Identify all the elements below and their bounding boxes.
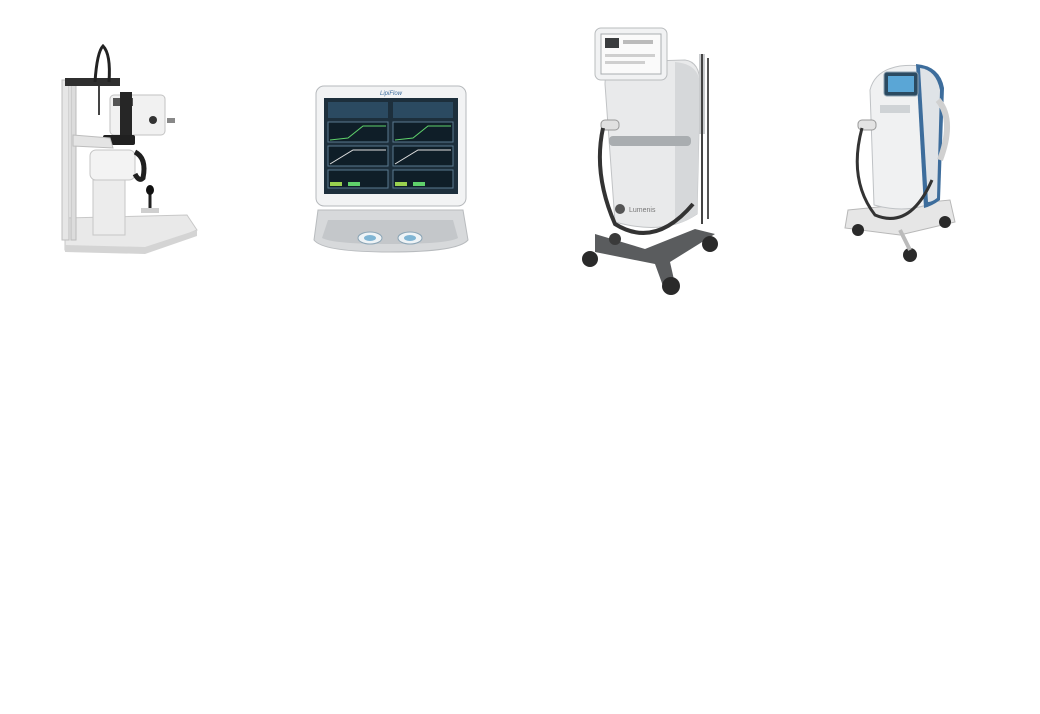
- product-laser-cart: Lumenis: [575, 24, 730, 304]
- screen-panels: [327, 102, 454, 189]
- product-treatment-console: LipiFlow: [308, 80, 473, 260]
- slit-lamp-laser-device-icon: [61, 43, 198, 254]
- product-slit-lamp-laser: [55, 40, 205, 260]
- aesthetic-laser-cart-icon: Lumenis: [582, 27, 718, 295]
- ocular-treatment-console-icon: LipiFlow: [313, 85, 469, 253]
- brand-label: LipiFlow: [380, 91, 403, 97]
- brand-label: Lumenis: [629, 207, 656, 214]
- product-ipl-cart: [840, 50, 960, 265]
- ipl-treatment-cart-icon: [844, 64, 956, 262]
